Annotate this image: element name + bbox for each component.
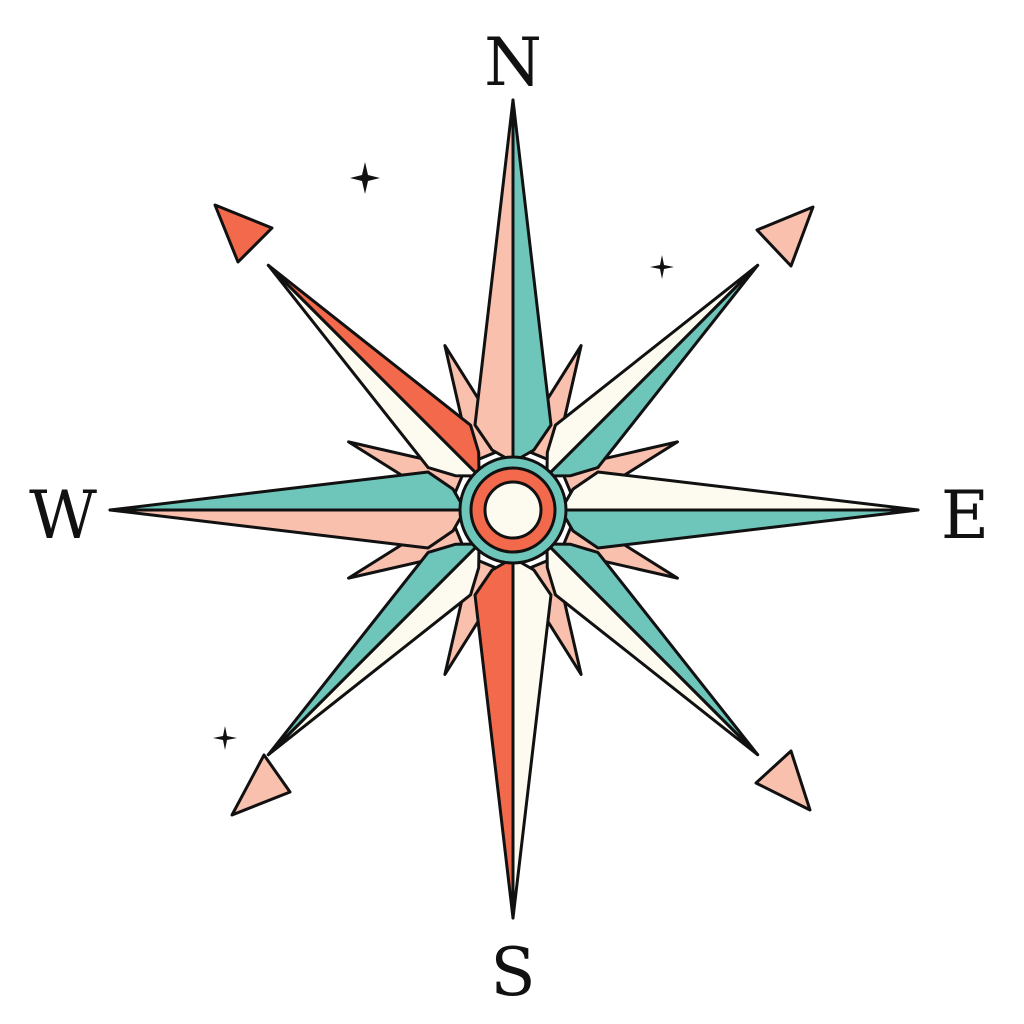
sparkle-icon xyxy=(213,726,237,750)
arm-southwest-left-half xyxy=(266,542,481,757)
arm-west-left-half xyxy=(108,508,467,550)
sparkle-icon xyxy=(350,162,380,194)
center-hub xyxy=(458,455,568,565)
hub-inner-circle xyxy=(483,480,543,540)
arm-northwest-right-half xyxy=(266,263,481,478)
arm-south-left-half xyxy=(511,556,553,920)
cardinal-arms xyxy=(108,98,920,920)
arm-south-right-half xyxy=(473,556,515,920)
triangle-se xyxy=(754,749,812,812)
triangle-nw xyxy=(213,203,274,264)
label-south: S xyxy=(490,934,535,1011)
label-north: N xyxy=(484,24,542,101)
label-west: W xyxy=(29,477,97,554)
intercardinal-arms xyxy=(266,263,760,757)
arm-east-left-half xyxy=(559,470,920,512)
arm-southwest-right-half xyxy=(266,542,481,757)
triangle-ne xyxy=(755,205,815,268)
sparkle-icon xyxy=(650,255,674,279)
arm-southeast-right-half xyxy=(545,542,760,757)
triangle-sw xyxy=(230,753,292,817)
arm-east-right-half xyxy=(559,508,920,550)
arm-north-right-half xyxy=(511,98,553,464)
arm-north-left-half xyxy=(473,98,515,464)
arm-northeast-left-half xyxy=(545,263,760,478)
arm-northwest-left-half xyxy=(266,263,481,478)
arm-northeast-right-half xyxy=(545,263,760,478)
arm-southeast-left-half xyxy=(545,542,760,757)
label-east: E xyxy=(941,477,989,554)
arm-west-right-half xyxy=(108,470,467,512)
sparkles xyxy=(213,162,674,750)
corner-triangles xyxy=(213,203,815,817)
